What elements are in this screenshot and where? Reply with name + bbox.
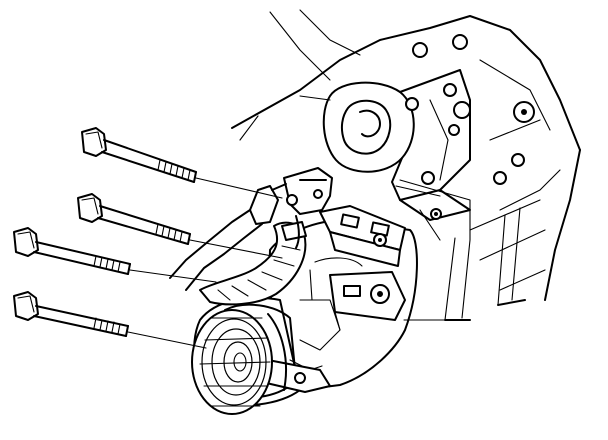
compressor-clutch-pulley xyxy=(191,309,287,415)
mounting-bolt-3 xyxy=(13,227,217,283)
compressor-mounting-bracket xyxy=(299,69,471,221)
mounting-bolt-4 xyxy=(13,291,207,349)
mounting-bolt-1 xyxy=(81,127,283,199)
alignment-leader-lines xyxy=(395,185,451,321)
mounting-bolt-2 xyxy=(77,193,283,259)
refrigerant-hose-manifold xyxy=(169,167,333,306)
